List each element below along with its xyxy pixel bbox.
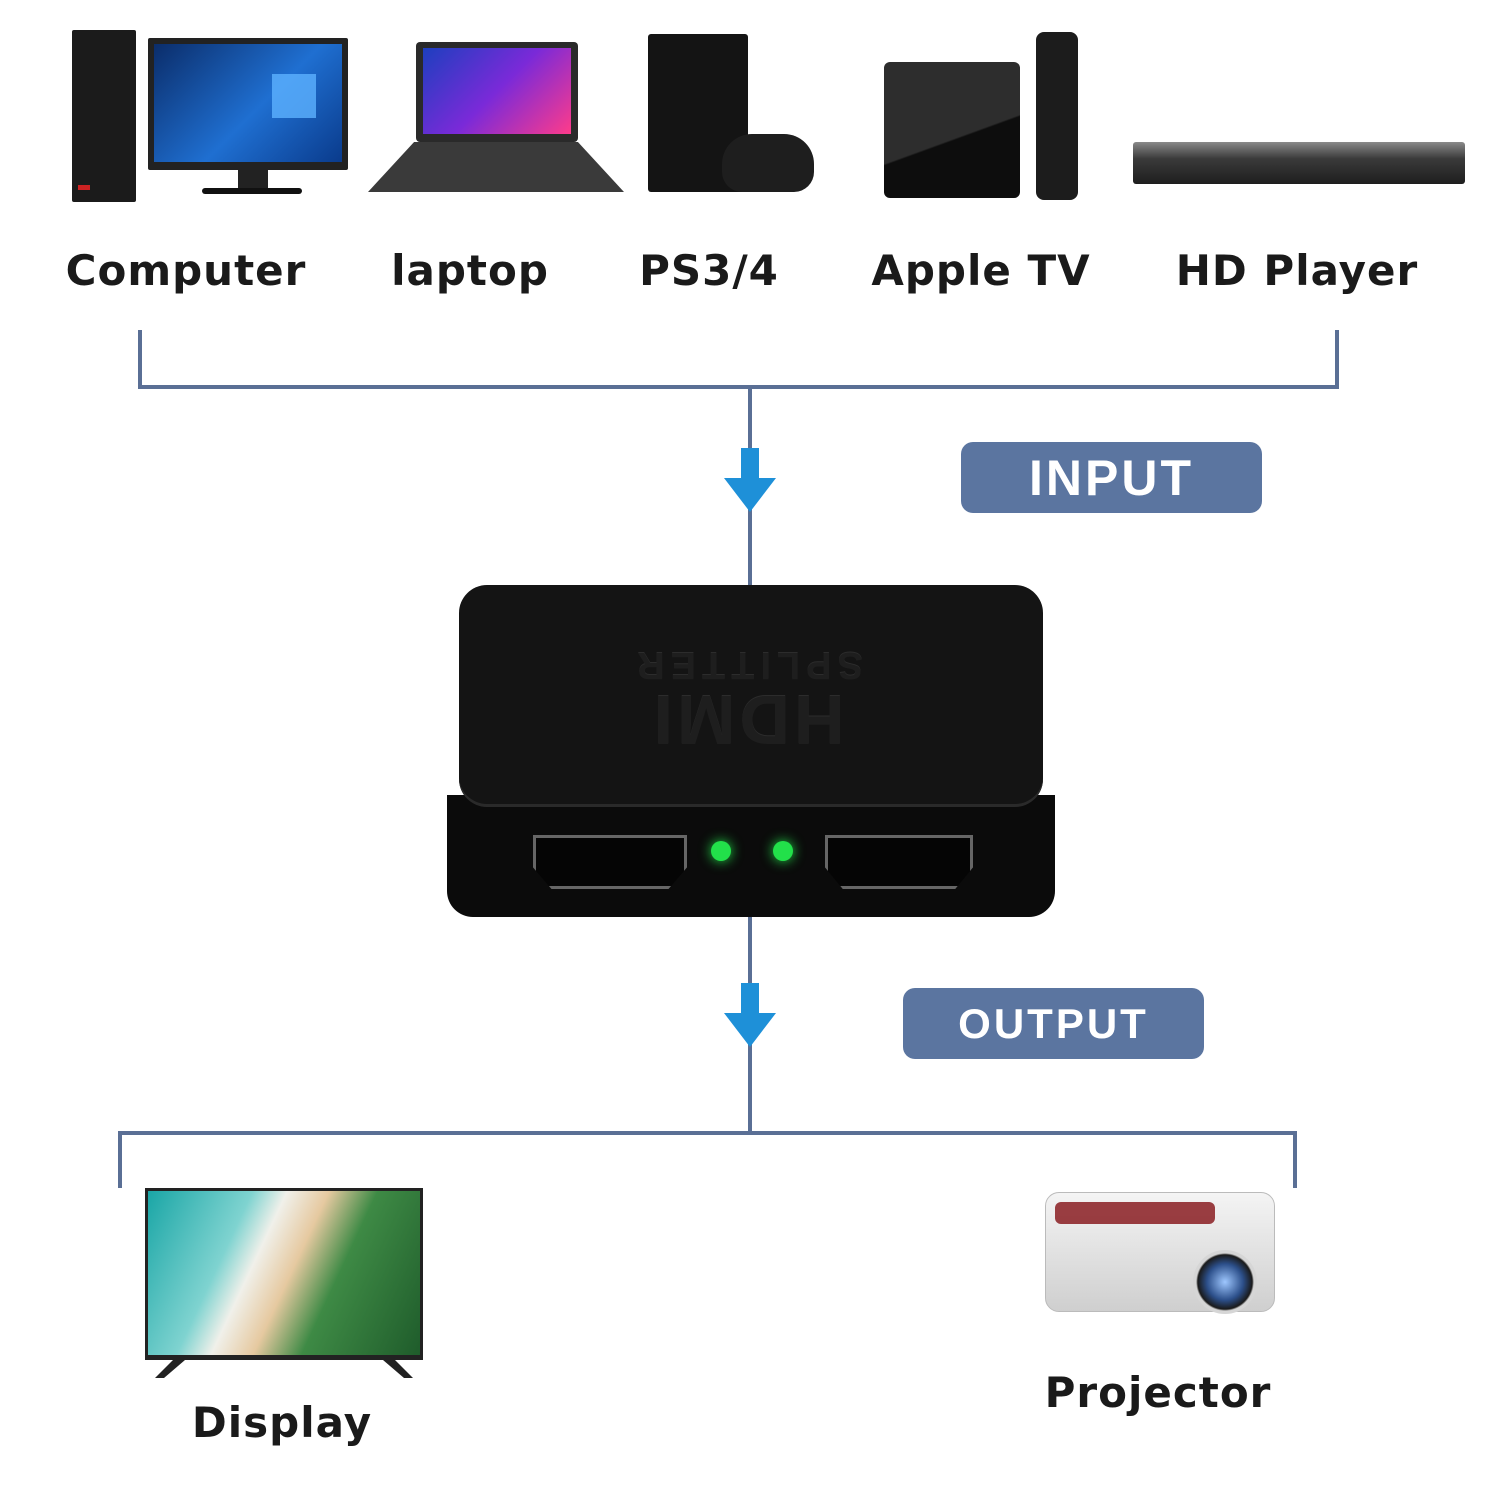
output-bracket-right xyxy=(1293,1131,1297,1188)
source-label-laptop: laptop xyxy=(391,246,549,295)
output-badge: OUTPUT xyxy=(903,988,1204,1059)
status-led-1 xyxy=(711,841,731,861)
output-bracket-horizontal xyxy=(118,1131,1297,1135)
source-label-computer: Computer xyxy=(65,246,307,295)
splitter-logo: HDMI SPLITTER xyxy=(631,644,863,759)
hdmi-port-2 xyxy=(825,835,973,889)
source-label-apple-tv: Apple TV xyxy=(871,246,1091,295)
projector-icon xyxy=(1045,1192,1275,1322)
input-bracket-left xyxy=(138,330,142,388)
media-player-icon xyxy=(1133,142,1465,192)
tv-display-icon xyxy=(145,1188,423,1380)
output-label-projector: Projector xyxy=(1044,1368,1272,1417)
tv-box-icon xyxy=(884,32,1080,200)
source-label-hd-player: HD Player xyxy=(1175,246,1419,295)
hdmi-port-1 xyxy=(533,835,687,889)
laptop-icon xyxy=(368,42,624,197)
output-arrow-icon xyxy=(724,983,776,1047)
desktop-computer-icon xyxy=(72,30,348,202)
input-bracket-horizontal xyxy=(138,385,1339,389)
output-label-display: Display xyxy=(191,1398,373,1447)
hdmi-splitter-device: HDMI SPLITTER xyxy=(447,585,1055,917)
output-bracket-left xyxy=(118,1131,122,1188)
source-label-ps: PS3/4 xyxy=(639,246,779,295)
input-bracket-right xyxy=(1335,330,1339,388)
input-badge: INPUT xyxy=(961,442,1262,513)
input-arrow-icon xyxy=(724,448,776,512)
status-led-2 xyxy=(773,841,793,861)
game-console-icon xyxy=(648,34,816,196)
